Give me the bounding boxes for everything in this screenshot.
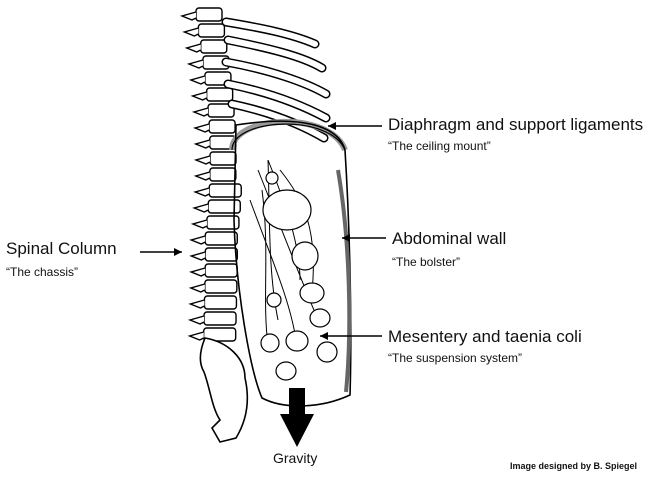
vertebra-process xyxy=(187,331,204,341)
vertebra-process xyxy=(187,315,205,325)
bowel-loop xyxy=(285,330,309,352)
abdominal-wall-label: Abdominal wall xyxy=(392,229,507,248)
vertebra-process xyxy=(182,27,199,37)
vertebra-process xyxy=(186,59,204,69)
bowel-loop xyxy=(265,171,279,185)
sacrum-coccyx xyxy=(199,337,249,443)
pointer-head xyxy=(328,122,336,130)
vertebrae-column xyxy=(179,7,242,342)
vertebra-process xyxy=(192,203,209,213)
vertebra-body xyxy=(195,7,223,22)
vertebra-body xyxy=(208,119,236,134)
image-credit: Image designed by B. Spiegel xyxy=(510,461,638,471)
diaphragm-sublabel: “The ceiling mount” xyxy=(388,139,491,153)
rib-fill xyxy=(223,59,329,97)
bowel-loop xyxy=(275,361,297,381)
vertebra-body xyxy=(209,151,237,166)
pointer-head xyxy=(174,248,182,256)
pointer-arrows xyxy=(140,122,386,340)
vertebra-process xyxy=(193,171,211,181)
vertebra-process xyxy=(192,123,210,133)
vertebra-process xyxy=(191,107,209,117)
bowel-loop xyxy=(266,292,282,308)
vertebra-process xyxy=(188,283,206,293)
bowel-loop xyxy=(309,308,331,328)
gravity-arrow xyxy=(280,388,314,447)
vertebra-body xyxy=(208,183,242,198)
spinal-column-label: Spinal Column xyxy=(6,239,117,258)
bowel-loop xyxy=(260,333,280,353)
vertebra-body xyxy=(200,39,228,54)
abdominal-cavity-outline xyxy=(233,120,352,407)
spinal-column-sublabel: “The chassis” xyxy=(6,265,79,279)
vertebra-process xyxy=(179,11,197,21)
abdominal-wall xyxy=(336,169,352,393)
vertebra-body xyxy=(204,247,239,262)
rib-fill xyxy=(223,19,318,47)
vertebra-process xyxy=(188,299,205,309)
rib-fill xyxy=(229,101,327,141)
vertebra-body xyxy=(197,23,226,38)
vertebra-body xyxy=(209,167,237,182)
abdominal-wall-sublabel: “The bolster” xyxy=(392,255,461,269)
mesentery-label: Mesentery and taenia coli xyxy=(388,327,582,346)
vertebra-process xyxy=(193,187,210,197)
vertebra-process xyxy=(190,91,207,101)
pointer-head xyxy=(342,234,350,242)
mesentery-sublabel: “The suspension system” xyxy=(388,351,523,365)
vertebra-process xyxy=(189,235,206,245)
gravity-label: Gravity xyxy=(273,450,318,466)
bowel-loop xyxy=(316,341,338,363)
vertebra-process xyxy=(188,267,206,277)
rib-fill xyxy=(225,81,329,121)
ribs xyxy=(221,17,331,143)
rib-fill xyxy=(225,37,325,71)
vertebra-body xyxy=(205,87,234,102)
vertebra-process xyxy=(184,43,202,53)
vertebra-body xyxy=(203,311,237,326)
bowel-loop xyxy=(262,189,312,231)
vertebra-body xyxy=(204,263,238,278)
vertebra-process xyxy=(189,251,206,261)
diaphragm-label: Diaphragm and support ligaments xyxy=(388,115,644,134)
vertebra-body xyxy=(207,199,241,214)
bowel-loop xyxy=(291,241,319,271)
vertebra-body xyxy=(203,295,238,310)
vertebra-process xyxy=(190,219,208,229)
vertebra-process xyxy=(193,139,211,149)
vertebra-body xyxy=(204,231,238,246)
vertebra-body xyxy=(204,279,238,294)
vertebra-process xyxy=(193,155,211,165)
pointer-head xyxy=(320,332,328,340)
intestine-loops xyxy=(260,171,338,381)
bowel-loop xyxy=(299,282,325,304)
vertebra-process xyxy=(188,75,206,85)
